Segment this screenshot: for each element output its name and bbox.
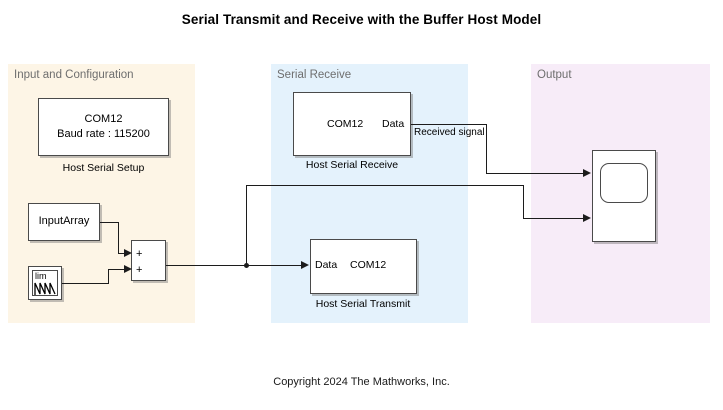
arrow-scope-input-2	[583, 213, 591, 222]
arrow-sum-input-2	[124, 264, 132, 273]
lim-source-label: lim	[35, 271, 47, 281]
wire-inputarray-drop	[118, 222, 119, 253]
wire-branch-rise	[246, 185, 247, 265]
received-signal-label: Received signal	[414, 127, 485, 138]
wire-sum-out	[166, 265, 304, 266]
host-serial-transmit-com-port: COM12	[350, 259, 387, 271]
host-serial-receive-com-port: COM12	[327, 118, 364, 130]
host-serial-setup-caption: Host Serial Setup	[62, 162, 145, 174]
arrow-sum-input-1	[124, 248, 132, 257]
copyright-text: Copyright 2024 The Mathworks, Inc.	[273, 376, 450, 388]
host-serial-transmit-caption: Host Serial Transmit	[315, 298, 411, 310]
block-input-array[interactable]	[28, 203, 100, 241]
arrow-transmit-data-input	[301, 260, 309, 269]
block-sum[interactable]	[131, 240, 166, 281]
host-serial-setup-baud-text: Baud rate : 115200	[57, 128, 150, 140]
wire-received-signal-to-scope	[486, 173, 585, 174]
page-title: Serial Transmit and Receive with the Buf…	[181, 12, 542, 27]
wire-branch-to-scope	[523, 218, 585, 219]
lim-source-icon-frame: lim	[32, 270, 58, 296]
region-serial-receive-label: Serial Receive	[277, 69, 352, 81]
wire-lim-to-sum	[108, 269, 127, 270]
block-host-serial-receive[interactable]	[293, 92, 411, 156]
host-serial-receive-caption: Host Serial Receive	[305, 159, 399, 171]
input-array-label: InputArray	[38, 215, 90, 227]
wire-branch-top	[246, 185, 524, 186]
sum-sign-first: +	[136, 248, 143, 260]
region-output-label: Output	[537, 69, 572, 81]
block-lim-source[interactable]: lim	[28, 266, 62, 300]
wire-inputarray-out	[100, 222, 119, 223]
wire-lim-out	[62, 283, 109, 284]
wire-received-signal-drop	[486, 124, 487, 173]
host-serial-setup-com-text: COM12	[84, 113, 123, 125]
host-serial-receive-data-port: Data	[382, 118, 405, 130]
wire-lim-rise	[108, 269, 109, 284]
wire-branch-drop	[523, 185, 524, 218]
block-host-serial-transmit[interactable]	[310, 239, 417, 294]
wire-inputarray-to-sum	[118, 253, 127, 254]
block-scope[interactable]	[592, 150, 656, 242]
region-input-configuration-label: Input and Configuration	[14, 69, 134, 81]
sawtooth-waveform-icon	[34, 282, 56, 295]
host-serial-transmit-data-port: Data	[315, 259, 338, 271]
arrow-scope-input-1	[583, 168, 591, 177]
wire-received-signal-out	[411, 124, 487, 125]
scope-icon	[600, 163, 648, 203]
block-host-serial-setup[interactable]	[38, 98, 169, 156]
wire-junction-sum-branch	[244, 262, 249, 268]
sum-sign-second: +	[136, 264, 143, 276]
